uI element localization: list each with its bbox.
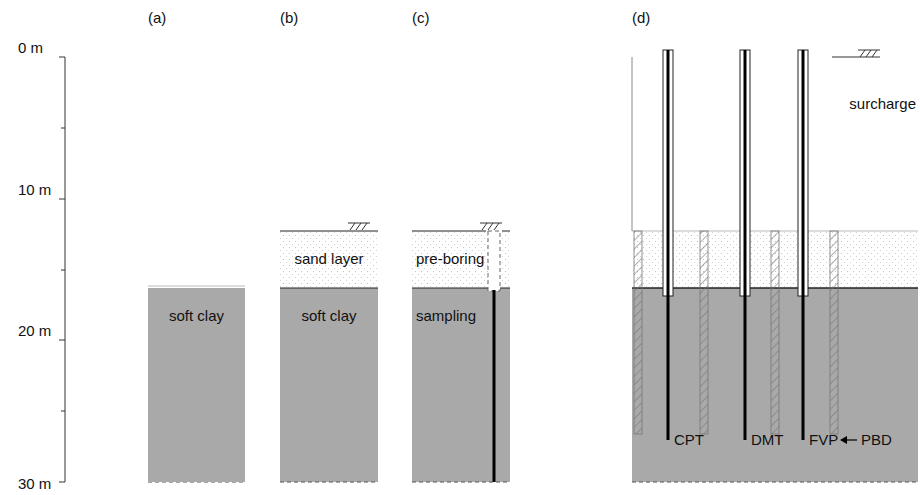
depth-label: 0 m	[18, 40, 43, 57]
soil-layer: soft clay	[148, 288, 245, 482]
depth-label: 20 m	[18, 323, 51, 340]
layer-name: pre-boring	[416, 251, 484, 268]
panel-letter: (d)	[632, 10, 650, 27]
rod-label: FVP	[809, 432, 838, 449]
depth-axis	[59, 57, 65, 482]
panel-letter: (c)	[412, 10, 430, 27]
region-label: surcharge	[849, 96, 916, 113]
layer-name: sand layer	[294, 251, 363, 268]
rod-label: CPT	[674, 432, 704, 449]
panel-letter: (b)	[280, 10, 298, 27]
depth-label: 10 m	[18, 182, 51, 199]
panel-c	[412, 223, 510, 482]
callout-label: PBD	[861, 432, 892, 449]
sampling-zone: sampling	[412, 288, 492, 482]
layer-name: sampling	[416, 308, 476, 325]
layer-name: soft clay	[169, 308, 224, 325]
panel-d	[632, 50, 918, 482]
soil-layer: sand layer	[280, 231, 378, 288]
test-rods	[663, 50, 808, 440]
boring-zone: pre-boring	[412, 231, 488, 288]
panel-b	[280, 223, 378, 482]
rod-label: DMT	[751, 432, 784, 449]
layer-name: soft clay	[301, 308, 356, 325]
depth-label: 30 m	[18, 476, 51, 493]
soil-layer: soft clay	[280, 288, 378, 482]
panel-letter: (a)	[148, 10, 166, 27]
panel-a	[148, 286, 245, 482]
